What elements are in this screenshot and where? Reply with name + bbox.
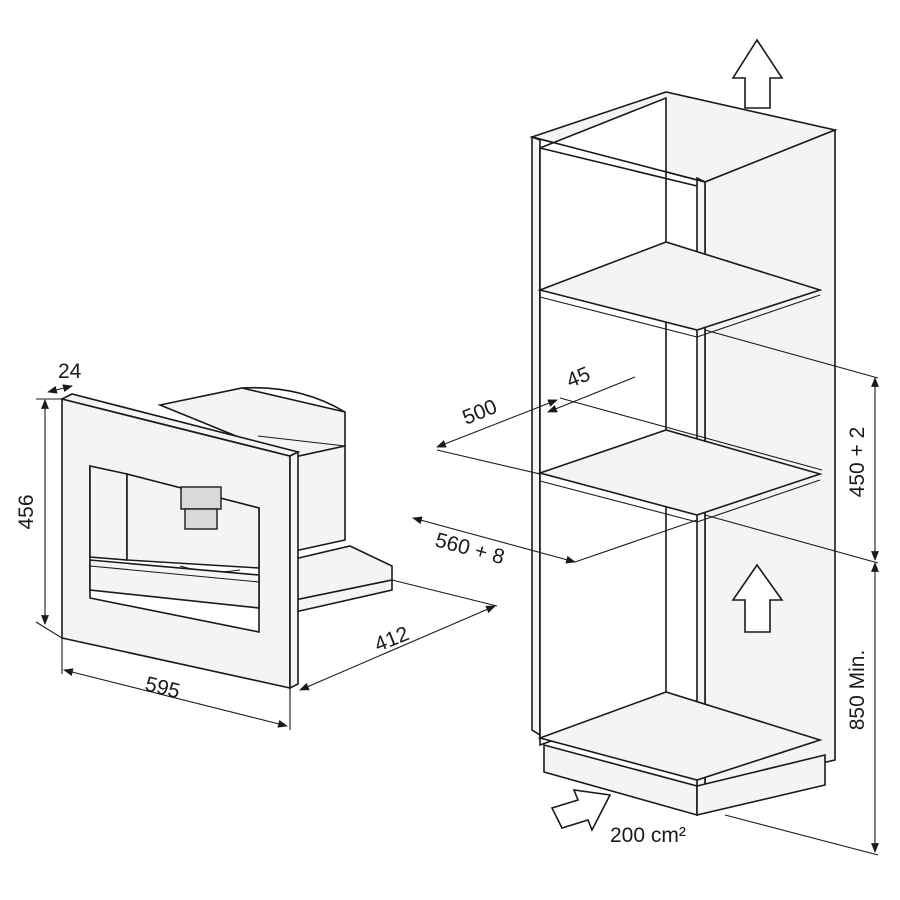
cabinet-shelf-middle [537, 429, 823, 516]
coffee-spout [180, 486, 222, 510]
airflow-up-arrow-middle [731, 563, 784, 633]
dimension-24: 24 [58, 360, 82, 383]
airflow-up-arrow-top [731, 38, 784, 109]
airflow-in-arrow [550, 789, 612, 832]
dimension-560-8: 560 + 8 [433, 529, 507, 570]
dimension-412: 412 [371, 622, 412, 656]
appliance-drawing: 24 456 595 412 [15, 360, 498, 730]
appliance-front-frame [59, 393, 301, 690]
dimension-450-2: 450 + 2 [846, 427, 869, 498]
dimension-850-min: 850 Min. [846, 650, 869, 731]
cabinet-drawing: 45 500 560 + 8 450 + 2 850 Min. 200 cm² [412, 38, 879, 856]
dimension-456: 456 [15, 494, 38, 529]
ventilation-area-label: 200 cm² [610, 824, 686, 847]
cabinet-shelf-bottom [537, 691, 823, 781]
dimension-595: 595 [143, 673, 183, 704]
cabinet-shelf-upper [537, 241, 823, 331]
drip-tray [89, 559, 260, 609]
